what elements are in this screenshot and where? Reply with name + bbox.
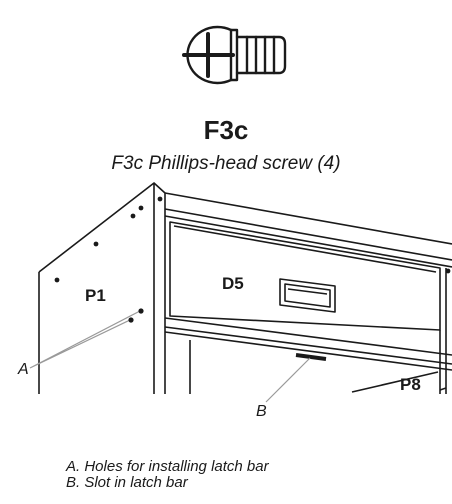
- leader-b: [265, 357, 311, 403]
- leader-a: [29, 310, 141, 369]
- label-a: A: [17, 361, 29, 378]
- phillips-screw-icon: [182, 25, 287, 85]
- screw-holes: [54, 196, 451, 323]
- caption-a: A. Holes for installing latch bar: [66, 458, 269, 475]
- latch-bar: [164, 317, 452, 356]
- label-d5: D5: [222, 274, 244, 293]
- label-b: B: [256, 403, 267, 420]
- leader-p8: [414, 383, 421, 387]
- part-description: F3c Phillips-head screw (4): [111, 153, 341, 174]
- drawer-pull: [279, 278, 336, 313]
- latch-slot: [295, 353, 327, 361]
- drawer-front-d5: [169, 221, 441, 331]
- part-code: F3c: [203, 115, 249, 145]
- caption-b: B. Slot in latch bar: [66, 474, 188, 491]
- label-p8: P8: [400, 375, 421, 394]
- label-p1: P1: [85, 286, 106, 305]
